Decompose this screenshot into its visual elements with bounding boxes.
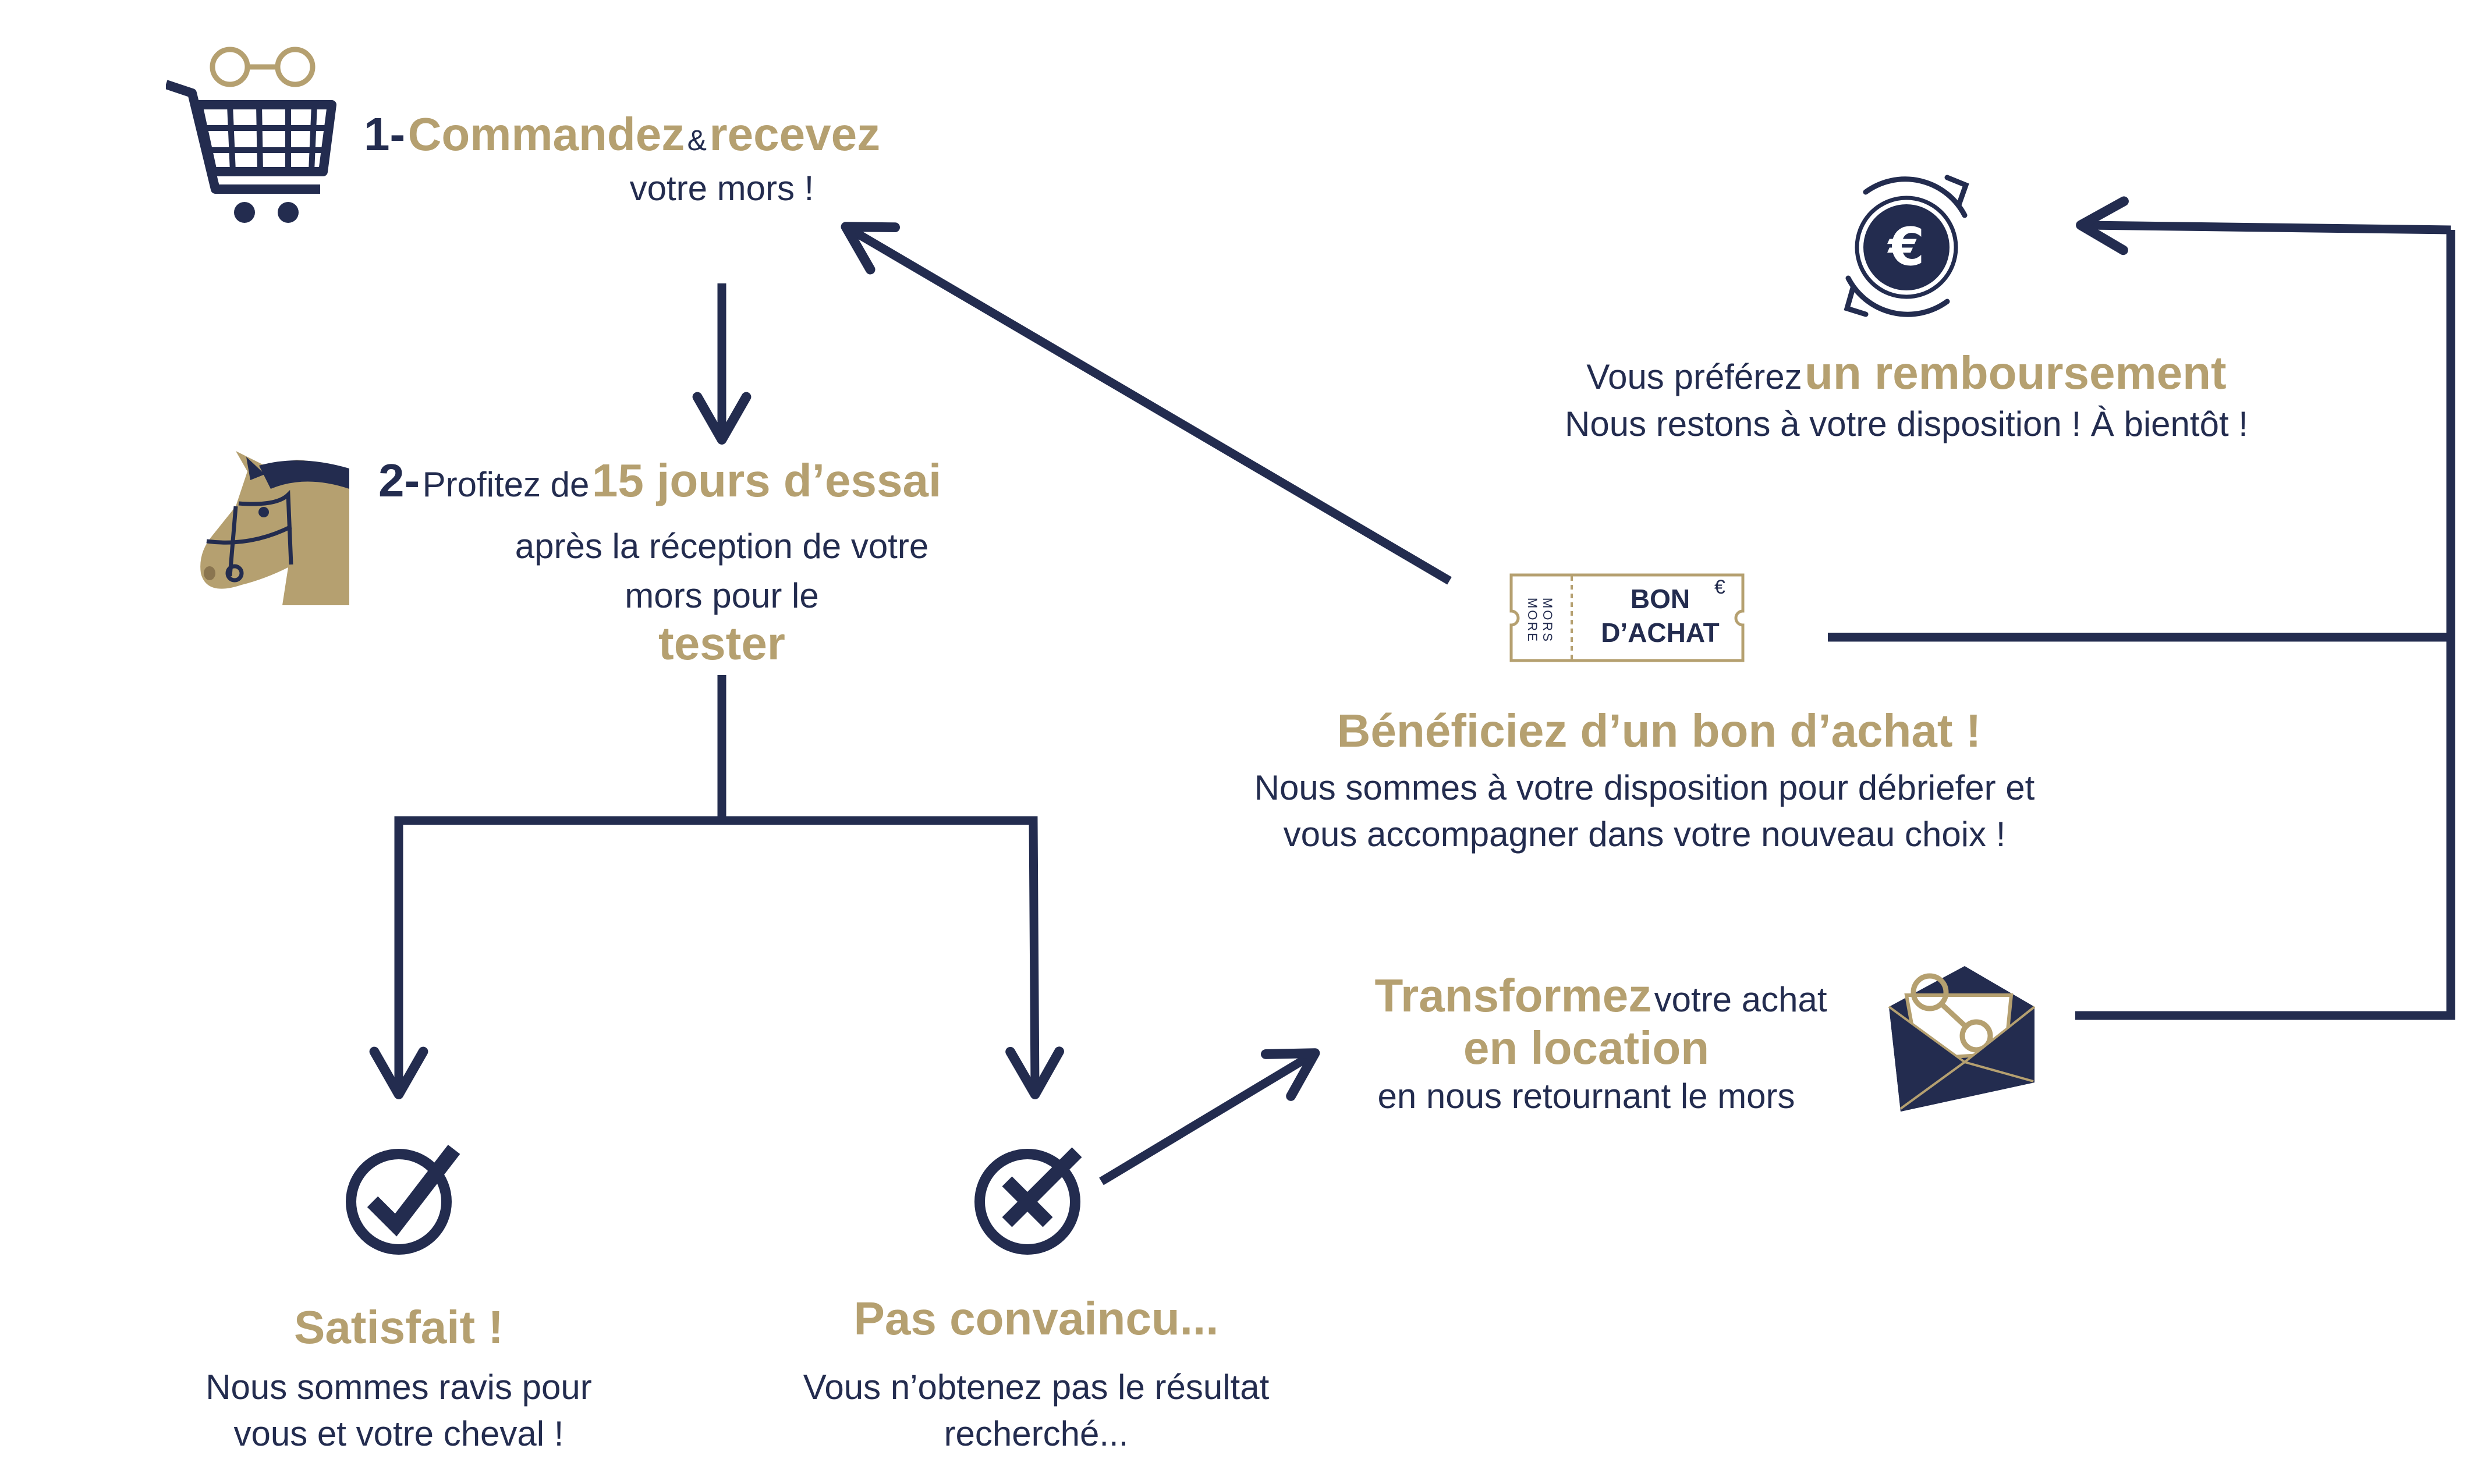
step2-highlight: 15 jours d’essai	[591, 455, 942, 506]
transform-highlight: Transformez	[1374, 970, 1652, 1021]
envelope-bit-icon	[1883, 960, 2040, 1112]
step2-title: 2- Profitez de 15 jours d’essai	[378, 454, 941, 507]
step1-highlight-receive: recevez	[709, 108, 881, 160]
voucher-ticket-line1: BON	[1630, 584, 1690, 614]
not-convinced-line1: Vous n’obtenez pas le résultat	[803, 1368, 1270, 1407]
euro-small-icon: €	[1714, 576, 1725, 598]
cart-icon	[164, 44, 341, 230]
satisfied-title: Satisfait !	[293, 1301, 504, 1353]
line-transform-to-frame	[2075, 230, 2455, 1020]
refund-lead: Vous préférez	[1586, 357, 1802, 396]
transform-sub: en nous retournant le mors	[1377, 1077, 1795, 1116]
voucher-ticket-line2: D’ACHAT	[1601, 617, 1720, 648]
voucher-icon: MORS MORE BON D’ACHAT €	[1508, 570, 1752, 666]
voucher-line2: vous accompagner dans votre nouveau choi…	[1283, 815, 2006, 854]
step1-title: 1- Commandez & recevez	[364, 108, 880, 161]
transform-highlight2: en location	[1463, 1022, 1710, 1074]
satisfied-line2: vous et votre cheval !	[233, 1414, 564, 1453]
arrow-frame-to-refund	[2076, 196, 2451, 255]
euro-refresh-icon: €	[1831, 169, 1982, 326]
arrow-to-transform	[1099, 1048, 1320, 1185]
step1-subtitle: votre mors !	[629, 169, 814, 208]
transform-rest: votre achat	[1654, 980, 1827, 1019]
refund-title: Vous préférez un remboursement	[1397, 346, 2416, 400]
step2-lead: Profitez de	[422, 465, 590, 504]
step2-number: 2-	[378, 455, 420, 506]
satisfied-line1: Nous sommes ravis pour	[205, 1368, 592, 1407]
step2-line2: après la réception de votre	[515, 527, 929, 566]
not-convinced-title: Pas convaincu...	[853, 1293, 1219, 1344]
voucher-stub-text: MORS MORE	[1525, 598, 1555, 643]
horse-head-icon	[195, 448, 352, 605]
refund-highlight: un remboursement	[1805, 347, 2227, 399]
step1-ampersand: &	[687, 124, 707, 157]
arrow-to-not-convinced	[722, 816, 1064, 1099]
check-circle-icon	[343, 1141, 460, 1257]
x-circle-icon	[972, 1141, 1089, 1257]
step1-number: 1-	[364, 108, 406, 160]
arrow-voucher-to-step1	[841, 222, 1452, 585]
transform-title: Transformez votre achat	[1281, 969, 1921, 1023]
voucher-title: Bénéficiez d’un bon d’achat !	[1337, 705, 1982, 757]
step2-line3: mors pour le	[625, 576, 819, 615]
arrow-to-satisfied	[369, 816, 722, 1099]
not-convinced-line2: recherché...	[944, 1414, 1129, 1453]
svg-text:€: €	[1887, 216, 1925, 278]
refund-line2: Nous restons à votre disposition ! À bie…	[1565, 404, 2248, 443]
step1-highlight-order: Commandez	[407, 108, 685, 160]
voucher-line1: Nous sommes à votre disposition pour déb…	[1254, 768, 2035, 807]
step2-highlight2: tester	[658, 617, 785, 669]
